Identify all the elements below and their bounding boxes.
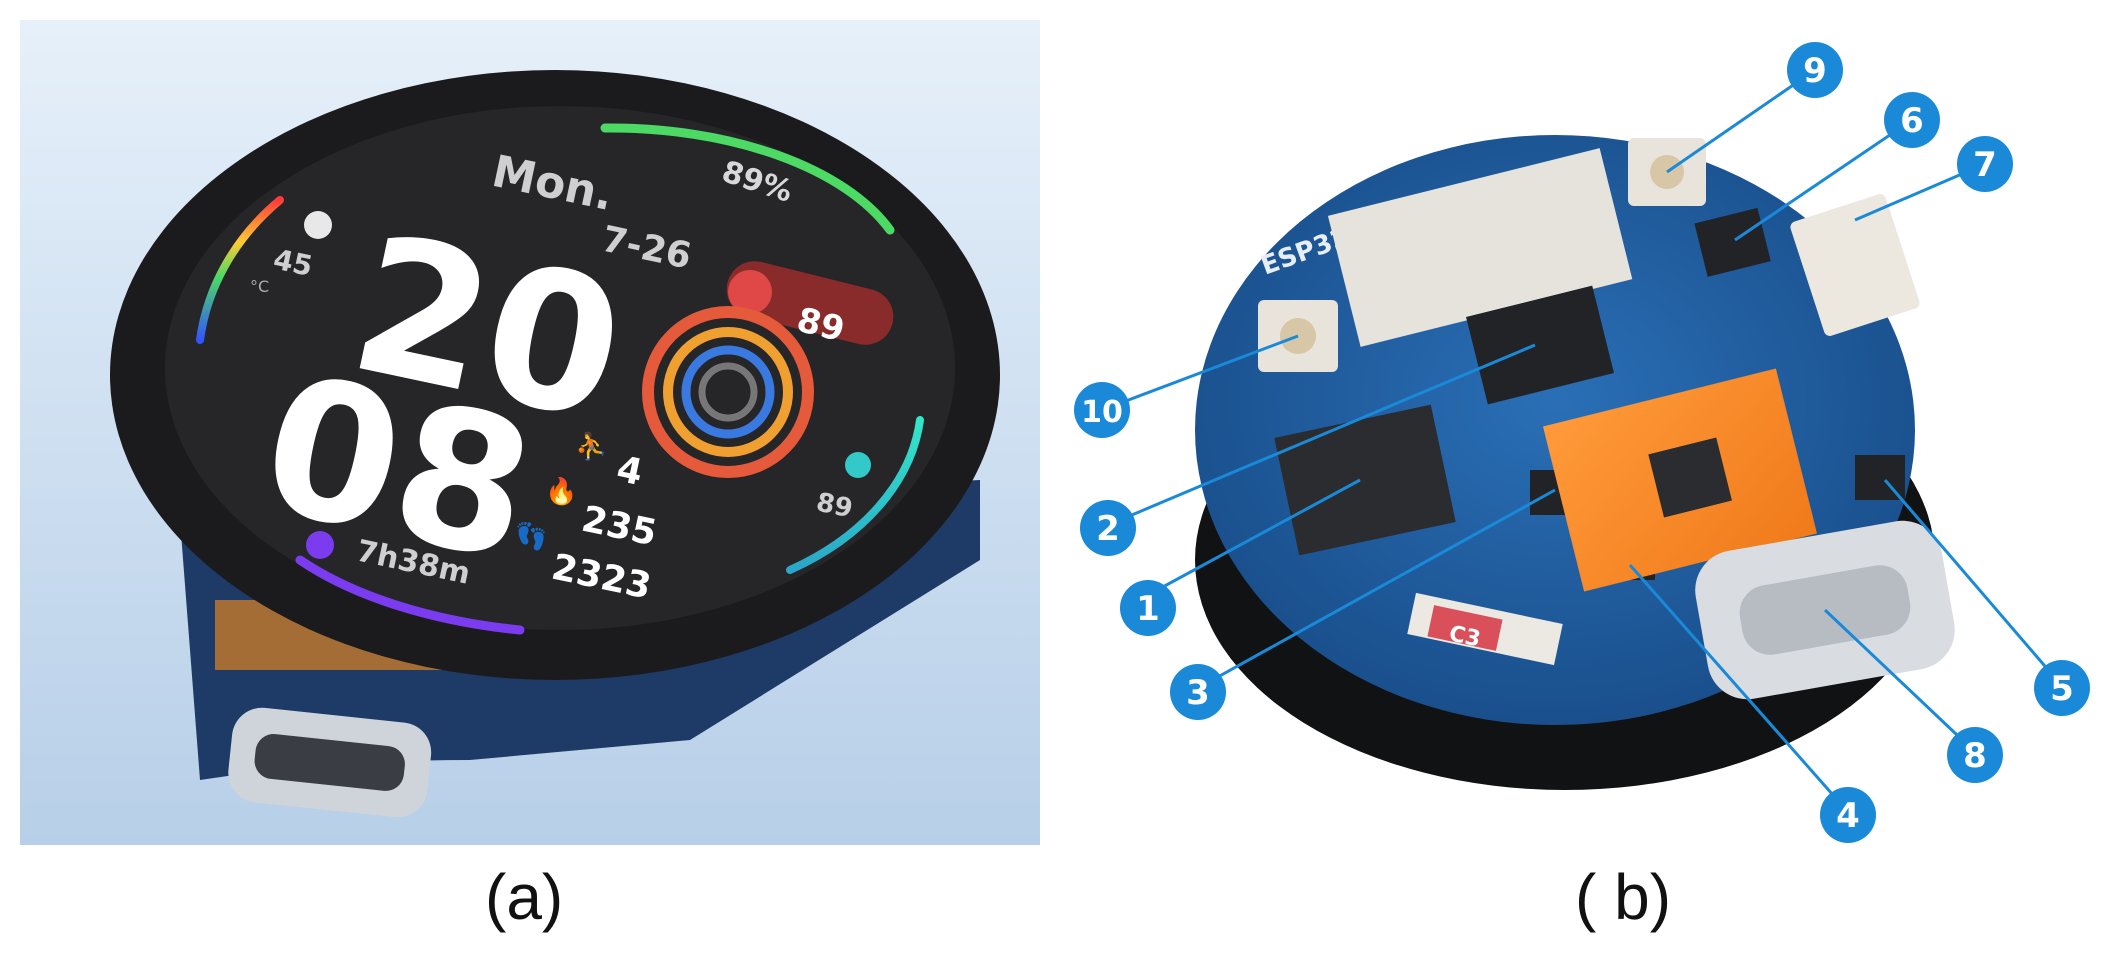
svg-text:5: 5 [2050,669,2074,709]
callout-4: 4 [1820,787,1876,843]
sleep-ring [295,555,525,635]
calories-icon: 🔥 [545,476,577,507]
callout-10: 10 [1074,382,1130,438]
weather-cloud-icon [304,211,332,239]
friends-value: 89 [814,488,856,525]
callout-5: 5 [2034,660,2090,716]
clock-hour: 20 [336,193,641,464]
photo-pcb-board: ESP32-C3 BAT C3 [1060,20,2100,845]
svg-text:2: 2 [1096,509,1120,549]
friends-icon [845,452,871,478]
usb-c-port [254,734,405,791]
svg-text:7: 7 [1973,145,1997,185]
callout-9: 9 [1787,42,1843,98]
caption-a: (a) [485,861,564,933]
callout-2: 2 [1080,500,1136,556]
svg-text:10: 10 [1081,395,1123,430]
photo-watch-display: Mon. 7-26 89% 20 08 45 °C 89 ⛹ 4 🔥 235 👣… [20,20,1040,845]
callout-leaders [1101,68,2064,813]
flash-chip [1466,285,1614,405]
callout-3: 3 [1170,664,1226,720]
callout-7: 7 [1957,136,2013,192]
svg-text:3: 3 [1186,673,1210,713]
svg-text:4: 4 [1836,796,1860,836]
temperature-unit: °C [250,277,269,296]
esp32-c3-chip [1274,404,1456,556]
svg-text:8: 8 [1963,736,1987,776]
temperature-ring [196,196,284,344]
callout-6: 6 [1884,92,1940,148]
imu-chip [1694,207,1771,277]
battery-connector [1790,194,1920,336]
c3-tag [1427,605,1503,651]
heart-icon [728,270,772,314]
temperature-value: 45 [271,243,316,283]
stairs-icon: ⛹ [575,430,607,462]
caption-b: ( b) [1575,861,1671,933]
callout-8: 8 [1947,727,2003,783]
watch-screen [165,106,955,630]
svg-text:6: 6 [1900,101,1924,141]
clock-minute: 08 [246,333,551,604]
callout-1: 1 [1120,580,1176,636]
sensor-chip [1648,437,1732,518]
svg-text:9: 9 [1803,51,1827,91]
battery-ring [600,123,895,235]
svg-text:1: 1 [1136,589,1160,629]
moon-icon [306,531,334,559]
friends-ring [786,416,924,574]
steps-icon: 👣 [515,520,547,552]
activity-rings [642,306,814,478]
